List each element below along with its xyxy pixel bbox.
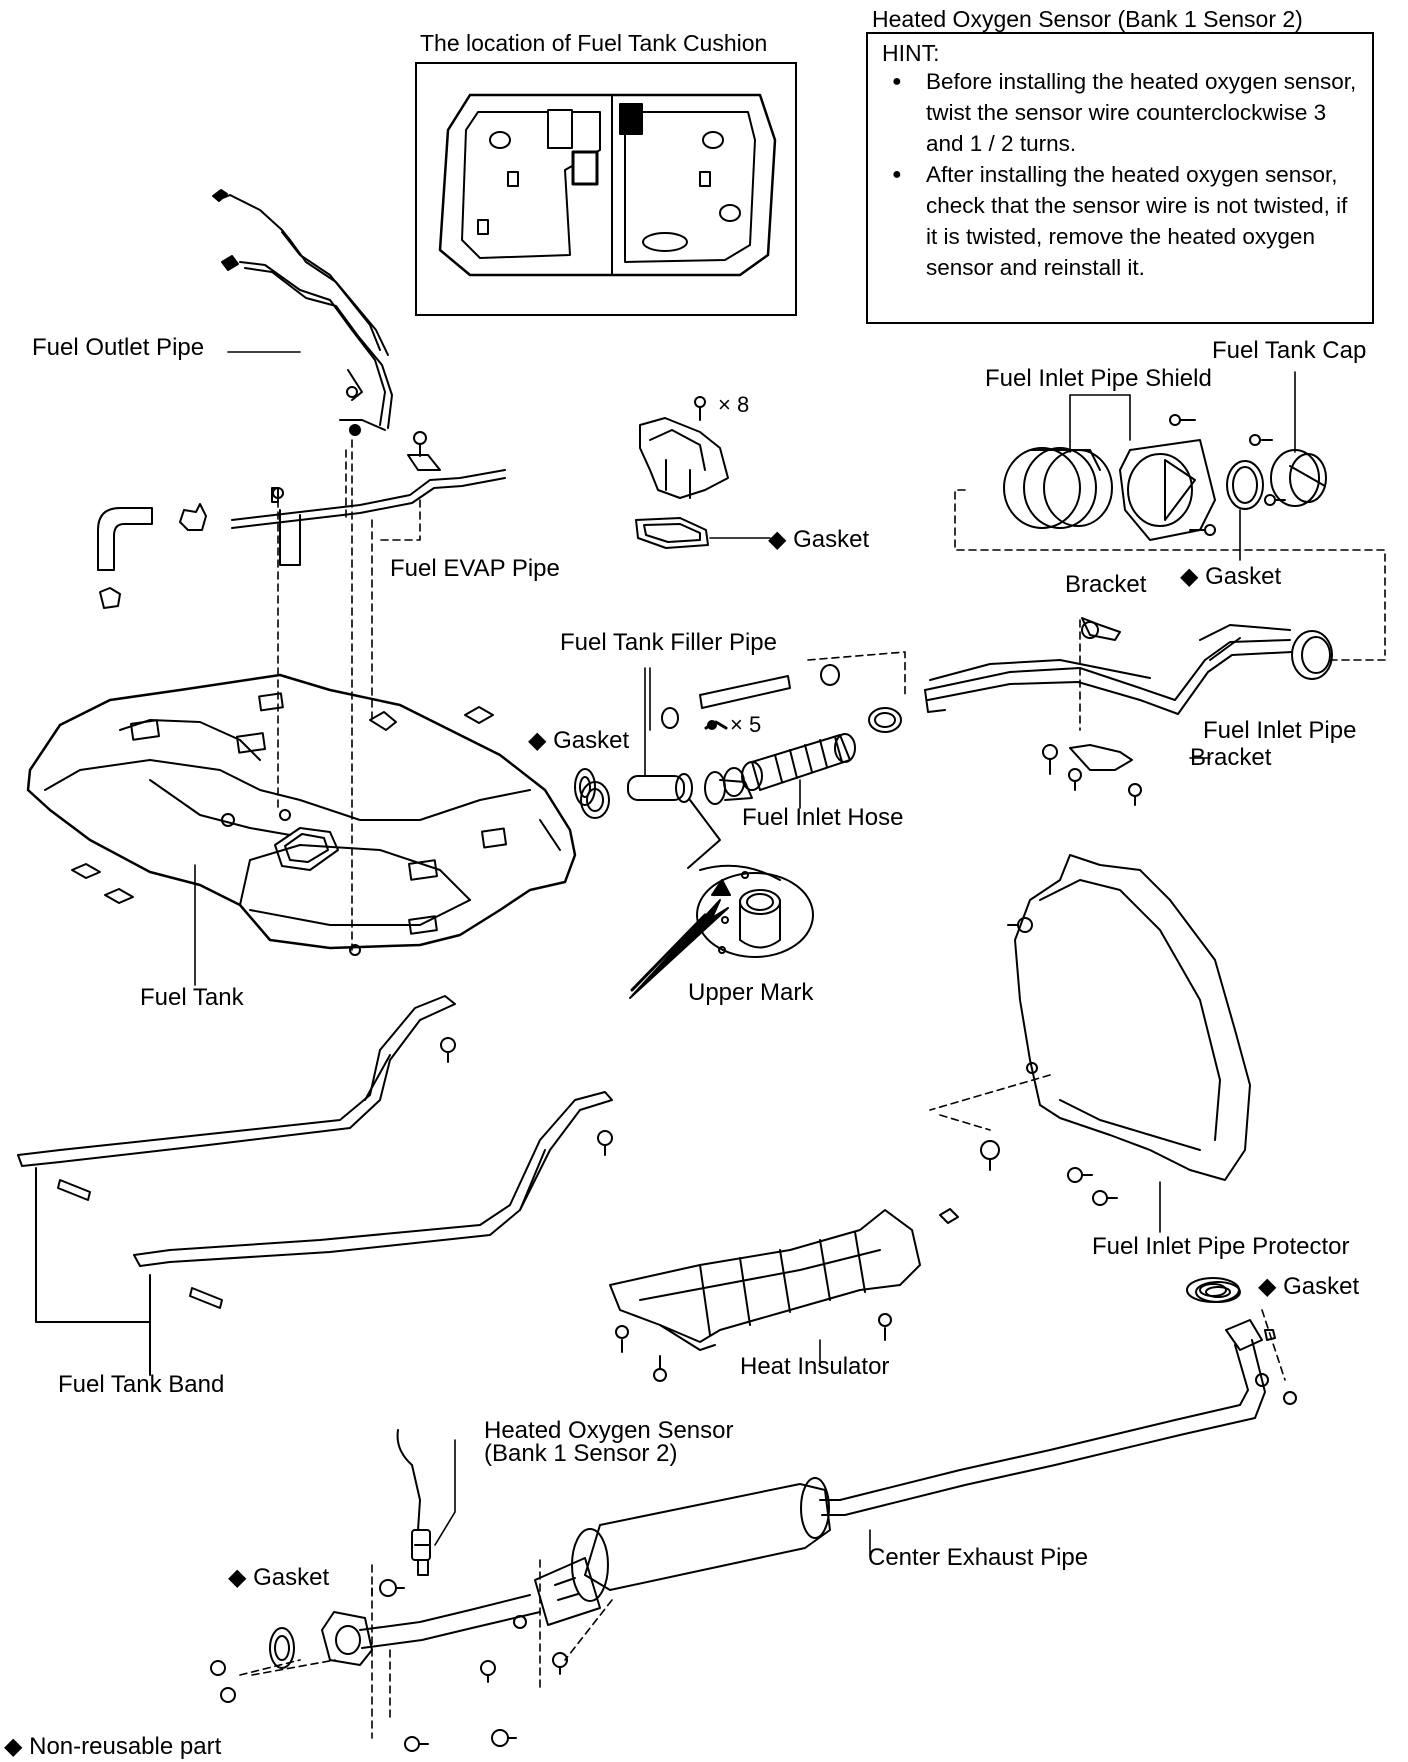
label-fuel-evap-pipe: Fuel EVAP Pipe [390, 555, 560, 582]
label-fuel-inlet-pipe-protector: Fuel Inlet Pipe Protector [1092, 1233, 1350, 1260]
hint-box: HINT: Before installing the heated oxyge… [866, 32, 1374, 324]
heat-insulator-drawing [609, 1208, 959, 1382]
fuel-tank-cap-drawing [1226, 434, 1327, 510]
hint-item: After installing the heated oxygen senso… [882, 159, 1362, 283]
label-fuel-inlet-pipe: Fuel Inlet Pipe [1203, 717, 1357, 744]
fuel-pump-bracket-drawing [635, 396, 729, 549]
fuel-inlet-hose-drawing [723, 733, 856, 797]
non-reusable-diamond-icon: ◆ [768, 526, 794, 553]
center-exhaust-pipe-drawing [321, 1281, 1297, 1666]
fasteners [210, 1579, 568, 1752]
label-gasket-pump: ◆ Gasket [768, 526, 870, 553]
fuel-tank-drawing [26, 673, 577, 956]
label-gasket-exhaust-rear: ◆ Gasket [228, 1564, 330, 1591]
non-reusable-diamond-icon: ◆ [1258, 1273, 1284, 1300]
hint-list: Before installing the heated oxygen sens… [882, 66, 1362, 283]
fuel-tank-band-drawing [17, 995, 613, 1376]
fuel-tank-cushion-drawing [438, 93, 777, 277]
label-gasket-exhaust-front: ◆ Gasket [1258, 1273, 1360, 1300]
fuel-evap-pipe-drawing [231, 431, 506, 566]
label-bracket-upper: Bracket [1065, 571, 1147, 598]
label-fuel-inlet-pipe-shield: Fuel Inlet Pipe Shield [985, 365, 1212, 392]
hint-item: Before installing the heated oxygen sens… [882, 66, 1362, 159]
label-center-exhaust-pipe: Center Exhaust Pipe [868, 1544, 1089, 1571]
label-fuel-tank-band: Fuel Tank Band [58, 1371, 225, 1398]
legend-non-reusable: ◆ Non-reusable part [4, 1733, 222, 1760]
label-qty-5: × 5 [730, 712, 762, 737]
fuel-inlet-pipe-shield-drawing [1003, 414, 1216, 541]
non-reusable-diamond-icon: ◆ [228, 1564, 254, 1591]
label-gasket-filler: ◆ Gasket [528, 727, 630, 754]
hint-label: HINT: [882, 40, 940, 66]
label-upper-mark: Upper Mark [688, 979, 814, 1006]
label-fuel-tank-cap: Fuel Tank Cap [1212, 337, 1367, 364]
label-qty-8: × 8 [718, 392, 750, 417]
label-fuel-tank-filler-pipe: Fuel Tank Filler Pipe [560, 629, 777, 656]
fuel-inlet-pipe-drawing [924, 617, 1333, 806]
label-fuel-tank: Fuel Tank [140, 984, 244, 1011]
non-reusable-diamond-icon: ◆ [1180, 563, 1206, 590]
label-fuel-outlet-pipe: Fuel Outlet Pipe [32, 334, 205, 361]
sensor-note-title: Heated Oxygen Sensor (Bank 1 Sensor 2) [872, 6, 1303, 32]
non-reusable-diamond-icon: ◆ [528, 727, 554, 754]
heated-oxygen-sensor-drawing [396, 1429, 431, 1576]
non-reusable-diamond-icon: ◆ [4, 1733, 30, 1760]
cushion-title: The location of Fuel Tank Cushion [420, 30, 768, 56]
label-fuel-inlet-hose: Fuel Inlet Hose [742, 804, 904, 831]
fuel-inlet-pipe-protector-drawing [980, 854, 1251, 1206]
cushion-inset-frame [415, 62, 797, 316]
label-heated-oxygen-sensor-2: (Bank 1 Sensor 2) [484, 1440, 678, 1467]
label-gasket-cap: ◆ Gasket [1180, 563, 1282, 590]
label-bracket-lower: Bracket [1190, 744, 1272, 771]
label-heat-insulator: Heat Insulator [740, 1353, 890, 1380]
gasket-rings [269, 768, 1240, 1669]
fuel-outlet-pipe-drawing [212, 189, 393, 436]
label-heated-oxygen-sensor-1: Heated Oxygen Sensor [484, 1417, 734, 1444]
upper-mark-detail-drawing [629, 799, 814, 999]
